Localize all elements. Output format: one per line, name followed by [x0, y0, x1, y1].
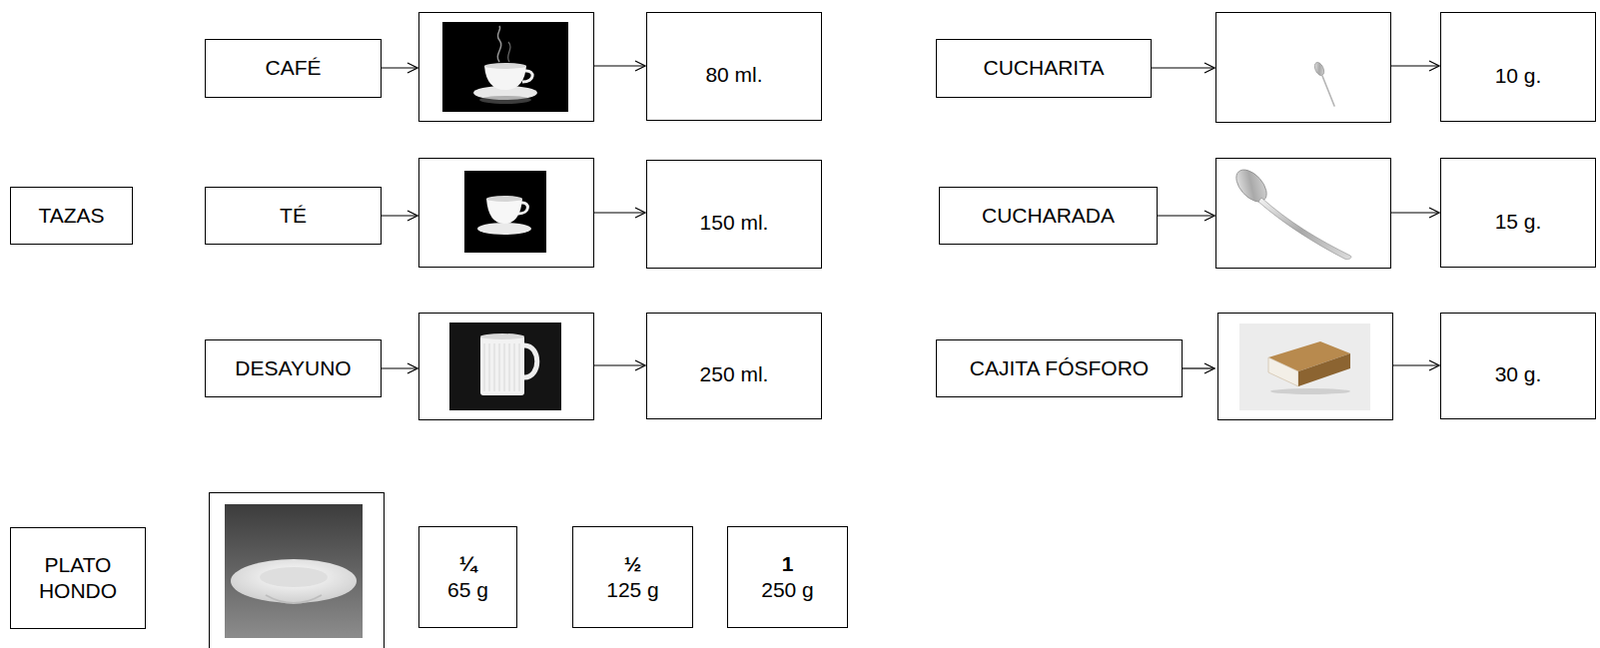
box-label: 15 g.	[1495, 208, 1543, 235]
measure-box: 10 g.	[1440, 11, 1597, 122]
picture-frame	[419, 12, 595, 122]
teaspoon-picture	[1312, 60, 1335, 106]
measure-box: 250 ml.	[646, 312, 822, 420]
box-label: 250 ml.	[700, 361, 770, 388]
portion-box: ¼65 g	[418, 526, 518, 629]
arrow	[594, 364, 646, 366]
box-label: TAZAS	[37, 202, 104, 229]
picture-frame	[1218, 313, 1394, 421]
soup-plate-picture	[224, 504, 363, 639]
arrow	[594, 64, 646, 66]
arrow	[1182, 367, 1215, 369]
portion-box: ½125 g	[572, 526, 694, 629]
box-label: PLATO HONDO	[18, 552, 137, 606]
breakfast-mug-picture	[449, 322, 562, 411]
arrow	[381, 66, 418, 68]
tablespoon-picture	[1230, 164, 1352, 260]
box-label: 125 g	[606, 577, 660, 604]
picture-frame	[209, 493, 385, 648]
box-label: 250 g	[761, 577, 814, 604]
portion-box: 1250 g	[727, 526, 848, 629]
cup-type-box: CAFÉ	[204, 38, 382, 98]
measure-box: 150 ml.	[646, 159, 822, 269]
arrow	[1391, 64, 1440, 66]
tea-cup-picture	[464, 170, 547, 253]
box-label: 10 g.	[1495, 62, 1543, 89]
box-label: 150 ml.	[700, 209, 770, 236]
fraction-label: 1	[782, 551, 795, 578]
category-box: TAZAS	[9, 186, 133, 245]
arrow	[594, 211, 646, 213]
box-label: CAFÉ	[264, 54, 321, 81]
measure-type-box: CAJITA FÓSFORO	[935, 339, 1183, 398]
arrow	[1391, 211, 1440, 213]
box-label: 30 g.	[1495, 361, 1543, 388]
category-box: PLATO HONDO	[9, 527, 146, 630]
matchbox-picture	[1239, 323, 1371, 411]
spoon-type-box: CUCHARADA	[938, 186, 1158, 245]
measure-box: 30 g.	[1440, 312, 1597, 420]
box-label: 80 ml.	[705, 61, 763, 88]
cup-type-box: DESAYUNO	[204, 339, 382, 398]
picture-frames	[209, 12, 1394, 648]
arrow	[381, 367, 418, 369]
arrow	[1151, 66, 1215, 68]
measure-box: 80 ml.	[646, 11, 822, 121]
picture-frame	[419, 158, 595, 268]
picture-frame	[1216, 158, 1392, 269]
box-label: DESAYUNO	[234, 355, 351, 382]
coffee-cup-picture	[442, 21, 569, 112]
picture-frame	[419, 313, 595, 421]
box-label: CUCHARADA	[981, 202, 1115, 229]
box-label: TÉ	[279, 202, 307, 229]
box-label: 65 g	[447, 577, 489, 604]
box-label: CUCHARITA	[983, 54, 1105, 81]
cup-type-box: TÉ	[204, 186, 382, 245]
fraction-label: ¼	[459, 551, 478, 578]
picture-frame	[1216, 12, 1392, 123]
arrow	[1391, 364, 1440, 366]
measure-box: 15 g.	[1440, 157, 1597, 268]
fraction-label: ½	[624, 551, 643, 578]
spoon-type-box: CUCHARITA	[935, 38, 1152, 98]
arrow	[1157, 214, 1215, 216]
arrow	[381, 214, 418, 216]
box-label: CAJITA FÓSFORO	[969, 355, 1149, 382]
